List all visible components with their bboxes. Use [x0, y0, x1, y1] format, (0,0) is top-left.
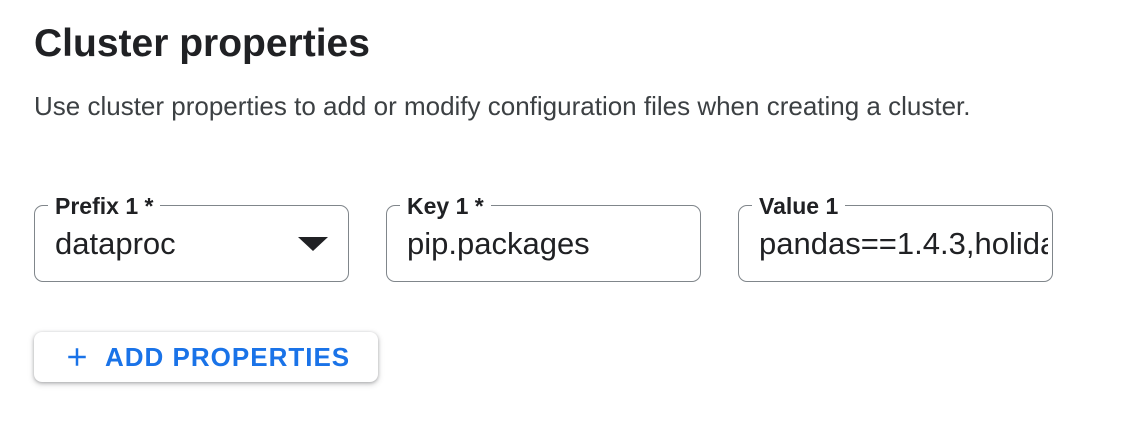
plus-icon: [62, 342, 92, 372]
key-input[interactable]: [407, 225, 680, 262]
add-properties-button[interactable]: ADD PROPERTIES: [34, 332, 379, 382]
prefix-selected-value: dataproc: [55, 225, 176, 261]
prefix-dropdown[interactable]: Prefix 1 * dataproc: [34, 193, 349, 282]
value-field: Value 1: [738, 193, 1053, 282]
page-description: Use cluster properties to add or modify …: [34, 91, 971, 121]
value-input[interactable]: [759, 225, 1048, 262]
add-properties-button-label: ADD PROPERTIES: [105, 341, 351, 372]
value-field-label: Value 1: [752, 193, 846, 219]
dropdown-arrow-icon[interactable]: [298, 236, 328, 251]
property-row-1: Prefix 1 * dataproc Key 1 * Value 1: [34, 193, 1088, 282]
page-title: Cluster properties: [34, 22, 370, 65]
prefix-field-label: Prefix 1 *: [48, 193, 161, 219]
key-field: Key 1 *: [386, 193, 701, 282]
key-field-label: Key 1 *: [400, 193, 491, 219]
